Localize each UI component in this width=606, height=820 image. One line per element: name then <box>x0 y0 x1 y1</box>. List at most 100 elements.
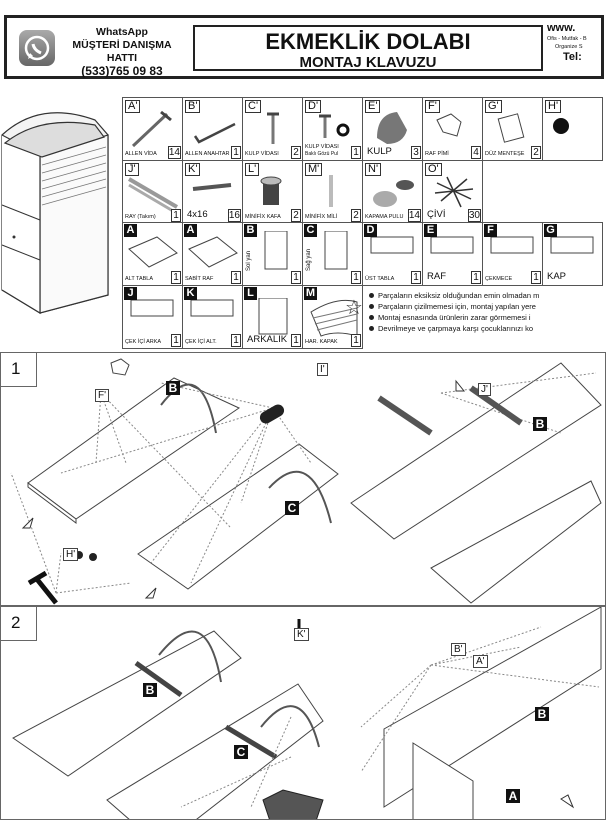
step-1-diagram <box>10 358 602 605</box>
label-b-right: B <box>533 417 547 431</box>
tel-label: Tel: <box>563 51 582 63</box>
product-illustration <box>1 112 109 315</box>
part-quantity: 4 <box>471 146 481 159</box>
part-quantity: 1 <box>351 271 361 284</box>
label-b: B <box>166 381 180 395</box>
label-b-right: B <box>535 707 549 721</box>
part-quantity: 16 <box>227 209 241 222</box>
part-name: KULP <box>367 146 392 157</box>
cam-bolt-icon <box>329 175 333 207</box>
part-name: KULP VİDASI <box>305 144 339 150</box>
board-icon <box>128 236 178 268</box>
label-k-prime: K' <box>294 628 309 641</box>
part-quantity: 1 <box>351 334 361 347</box>
rect-icon <box>130 299 174 317</box>
rail-icon <box>127 177 179 213</box>
part-quantity: 2 <box>531 146 541 159</box>
label-i-prime: I' <box>317 363 328 376</box>
part-name: RAF PİMİ <box>425 151 449 157</box>
wood-screw-icon <box>192 183 232 191</box>
rect-tall-icon <box>258 298 288 335</box>
notes-list: Parçaların eksiksiz olduğundan emin olma… <box>366 290 602 334</box>
document-title: EKMEKLİK DOLABI <box>265 29 471 54</box>
part-name: ARKALIK <box>247 334 288 345</box>
rect-icon <box>490 236 534 254</box>
hinge-icon <box>497 113 525 143</box>
support-line: MÜŞTERİ DANIŞMA HATTI <box>72 39 172 64</box>
part-name: ÇEKMECE <box>485 276 513 282</box>
part-tag: G' <box>485 100 502 113</box>
part-tag: D' <box>305 100 322 113</box>
part-quantity: 1 <box>231 146 241 159</box>
part-name: DÜZ MENTEŞE <box>485 151 525 157</box>
support-contact: WhatsApp MÜŞTERİ DANIŞMA HATTI (533)765 … <box>57 26 187 78</box>
part-tag: A <box>184 224 197 237</box>
part-quantity: 30 <box>467 209 481 222</box>
part-quantity: 1 <box>171 334 181 347</box>
header: WhatsApp MÜŞTERİ DANIŞMA HATTI (533)765 … <box>4 15 604 79</box>
part-tag: F <box>484 224 497 237</box>
part-quantity: 1 <box>171 209 181 222</box>
tambour-icon <box>310 299 358 337</box>
rect-icon <box>550 236 594 254</box>
bolt-washer-icon <box>319 114 350 138</box>
document-subtitle: MONTAJ KLAVUZU <box>299 54 437 71</box>
whatsapp-label: WhatsApp <box>96 26 148 38</box>
website: www. <box>547 22 576 34</box>
part-tag: M' <box>305 163 323 176</box>
part-quantity: 1 <box>351 146 361 159</box>
note-item: Devrilmeye ve çarpmaya karşı çocuklarını… <box>366 323 602 334</box>
step-number: 2 <box>1 607 37 641</box>
site-line-1: Ofis - Mutfak - B <box>547 36 587 42</box>
part-name: KULP VİDASI <box>245 151 279 157</box>
rect-icon <box>370 236 414 254</box>
part-tag: H' <box>545 100 562 113</box>
part-subname: Baklı Gözü Pul <box>305 151 339 157</box>
side-panel-c-shape <box>137 443 339 590</box>
step-1-panel: 1 B C B F' I' H' J' <box>0 352 606 606</box>
part-quantity: 14 <box>167 146 181 159</box>
step-number: 1 <box>1 353 37 387</box>
part-quantity: 1 <box>231 334 241 347</box>
title-box: EKMEKLİK DOLABI MONTAJ KLAVUZU <box>193 25 543 71</box>
side-panel-icon <box>264 231 288 270</box>
part-tag: J' <box>125 163 139 176</box>
part-tag: N' <box>365 163 382 176</box>
foot-pad-icon <box>553 118 569 134</box>
foot-pad-roll-icon <box>259 404 285 424</box>
screw-icon <box>131 110 172 148</box>
part-tag: C' <box>245 100 262 113</box>
part-cell-j-prime: J'RAY (Takım)1 <box>122 160 183 224</box>
part-cell-g-prime: G' DÜZ MENTEŞE 2 <box>482 97 543 161</box>
part-quantity: 1 <box>471 271 481 284</box>
part-tag: A <box>124 224 137 237</box>
part-quantity: 1 <box>291 271 301 284</box>
part-name: HAR. KAPAK <box>305 339 338 345</box>
part-quantity: 1 <box>411 271 421 284</box>
rail-icon <box>377 395 433 436</box>
label-a-prime: A' <box>473 655 488 668</box>
note-item: Parçaların çizilmemesi için, montaj yapı… <box>366 301 602 312</box>
part-name: SABİT RAF <box>185 276 214 282</box>
part-name: ALLEN ANAHTAR <box>185 151 230 157</box>
cover-cap-icon <box>373 180 414 207</box>
label-h-prime: H' <box>63 548 79 561</box>
part-tag: B <box>244 224 257 237</box>
label-c: C <box>234 745 248 759</box>
part-name: KAPAMA PULU <box>365 214 404 220</box>
part-quantity: 2 <box>351 209 361 222</box>
